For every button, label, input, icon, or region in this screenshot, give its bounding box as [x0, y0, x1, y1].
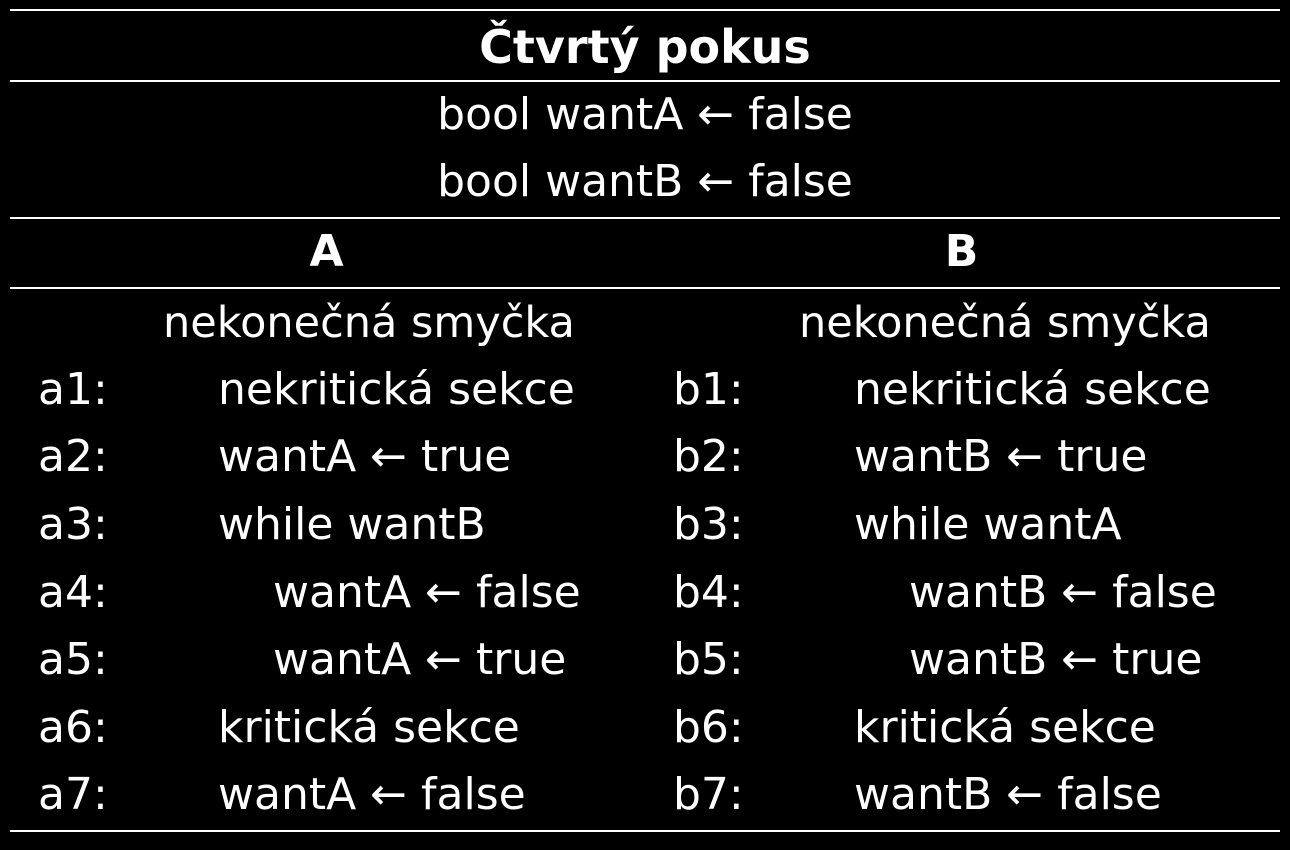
top-rule [10, 9, 1280, 11]
line-label-a1: a1: [38, 364, 108, 415]
line-code-a2: wantA ← true [218, 431, 512, 482]
line-label-b7: b7: [673, 769, 744, 820]
line-code-a6: kritická sekce [218, 702, 520, 753]
line-code-a5: wantA ← true [273, 634, 567, 685]
globals-rule [10, 217, 1280, 219]
loop-header-a: nekonečná smyčka [163, 298, 575, 348]
line-label-b6: b6: [673, 702, 744, 753]
header-rule [10, 287, 1280, 289]
line-code-a3: while wantB [218, 499, 486, 550]
line-code-b2: wantB ← true [854, 431, 1148, 482]
line-label-b2: b2: [673, 431, 744, 482]
line-code-b1: nekritická sekce [854, 364, 1211, 415]
line-label-b3: b3: [673, 499, 744, 550]
line-label-b1: b1: [673, 364, 744, 415]
line-code-a1: nekritická sekce [218, 364, 575, 415]
line-label-a5: a5: [38, 634, 108, 685]
line-code-b7: wantB ← false [854, 769, 1162, 820]
line-code-b3: while wantA [854, 499, 1122, 550]
column-header-b: B [944, 226, 979, 277]
line-label-a2: a2: [38, 431, 108, 482]
title-rule [10, 80, 1280, 82]
column-header-a: A [309, 226, 344, 277]
table-title: Čtvrtý pokus [479, 20, 811, 74]
global-declaration-wantB: bool wantB ← false [437, 156, 853, 207]
line-code-a4: wantA ← false [273, 567, 581, 618]
loop-header-b: nekonečná smyčka [799, 298, 1211, 348]
line-label-b5: b5: [673, 634, 744, 685]
line-code-b4: wantB ← false [909, 567, 1217, 618]
line-label-b4: b4: [673, 567, 744, 618]
bottom-rule [10, 830, 1280, 832]
line-label-a6: a6: [38, 702, 108, 753]
line-code-a7: wantA ← false [218, 769, 526, 820]
line-code-b6: kritická sekce [854, 702, 1156, 753]
global-declaration-wantA: bool wantA ← false [437, 89, 853, 140]
line-code-b5: wantB ← true [909, 634, 1203, 685]
line-label-a3: a3: [38, 499, 108, 550]
line-label-a7: a7: [38, 769, 108, 820]
line-label-a4: a4: [38, 567, 108, 618]
